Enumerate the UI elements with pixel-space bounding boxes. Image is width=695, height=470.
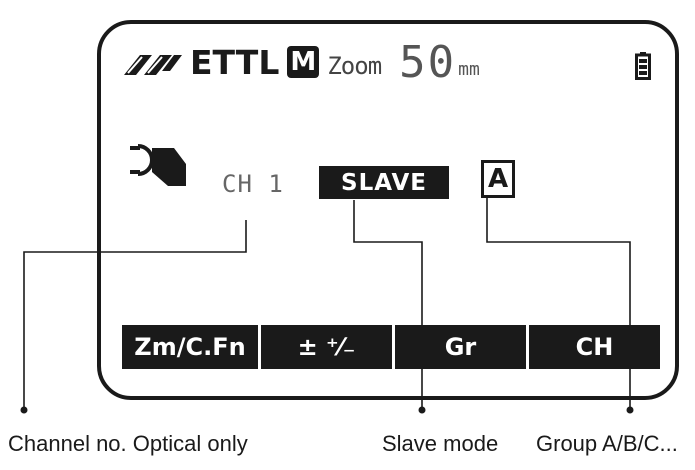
leader-channel-dot — [20, 406, 28, 414]
manual-zoom-indicator: M — [287, 46, 320, 78]
caption-channel: Channel no. Optical only — [8, 431, 248, 456]
leader-slave-dot — [418, 406, 426, 414]
caption-slave-mode: Slave mode — [382, 431, 499, 456]
softkey-group[interactable]: Gr — [392, 325, 526, 369]
flash-compensation-icon: ± ⁺⁄₋ — [297, 333, 356, 361]
slave-flash-icon — [130, 144, 186, 186]
slave-mode-badge: SLAVE — [319, 166, 449, 199]
softkey-channel[interactable]: CH — [526, 325, 660, 369]
zoom-unit: mm — [458, 58, 480, 80]
zoom-value: 50 — [399, 36, 457, 88]
flash-mode-label: ETTL — [190, 42, 280, 82]
softkey-zoom-cfn[interactable]: Zm/C.Fn — [122, 325, 258, 369]
group-indicator: A — [481, 160, 515, 198]
lcd-top-row: ETTL M Zoom 50 mm — [122, 36, 480, 88]
zoom-label: Zoom — [327, 52, 382, 80]
caption-group: Group A/B/C... — [536, 431, 678, 456]
wireless-icon — [124, 55, 182, 75]
battery-icon — [635, 52, 651, 80]
leader-group-dot — [626, 406, 634, 414]
softkey-bar: Zm/C.Fn ± ⁺⁄₋ Gr CH — [122, 325, 660, 369]
softkey-flash-compensation[interactable]: ± ⁺⁄₋ — [258, 325, 392, 369]
channel-number: CH 1 — [222, 170, 284, 198]
